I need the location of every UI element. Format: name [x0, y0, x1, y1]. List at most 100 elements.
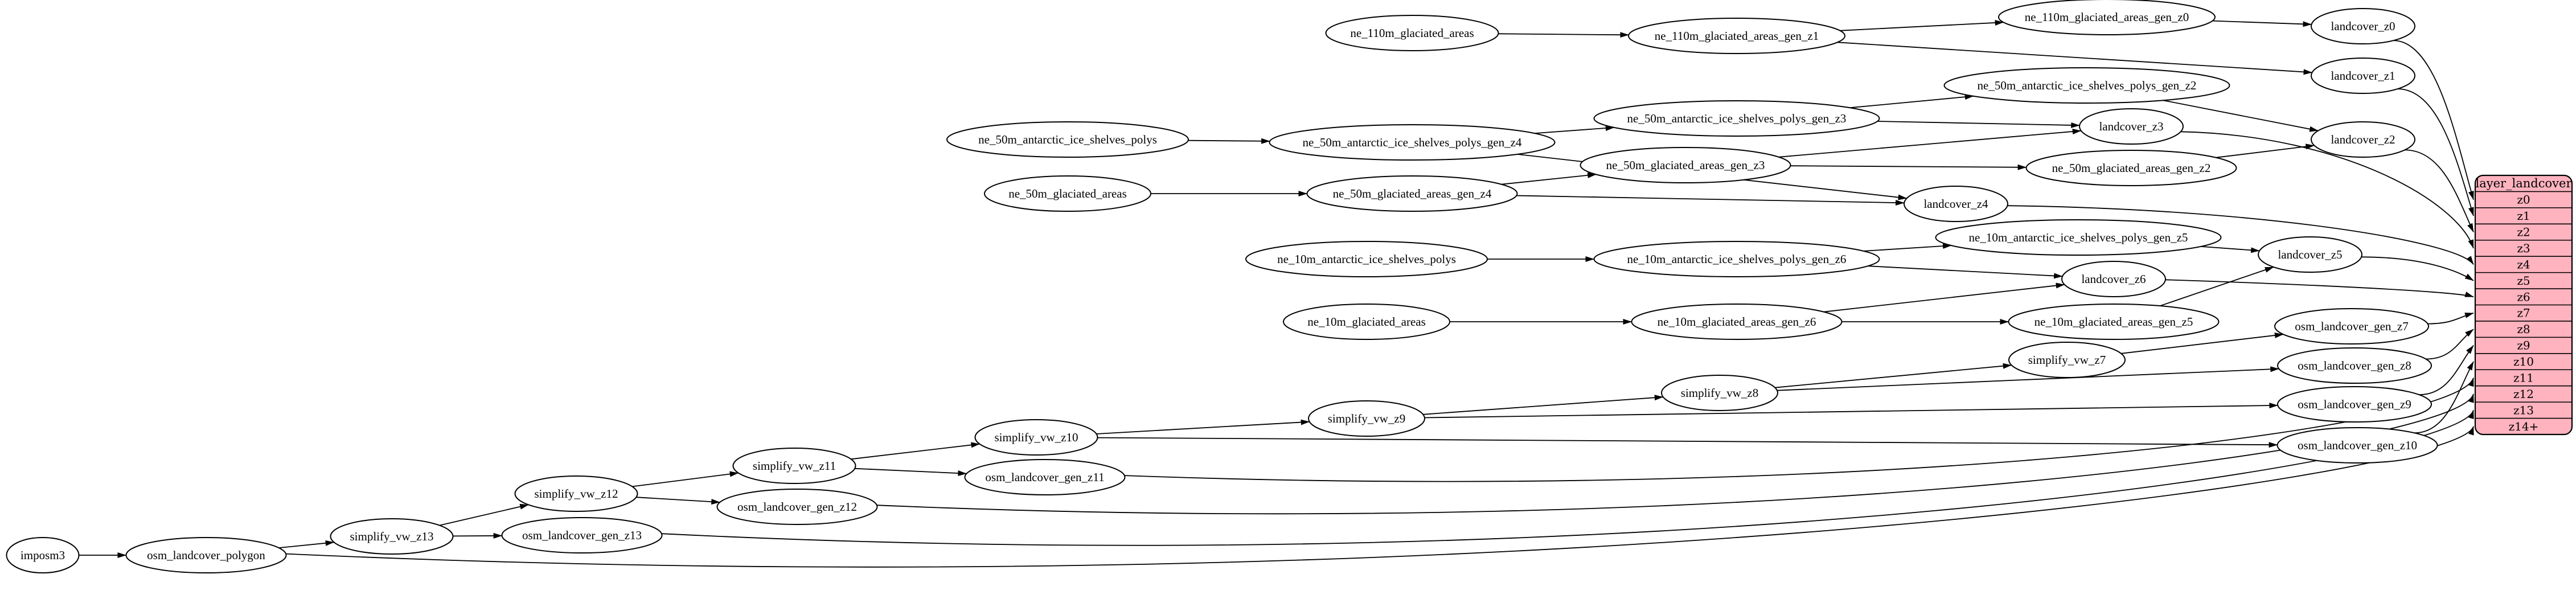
node-osm_landcover_gen_z10: osm_landcover_gen_z10 [2276, 427, 2438, 464]
table-row-z9: z9 [2517, 339, 2530, 352]
node-landcover_z5: landcover_z5 [2258, 236, 2362, 273]
edge-landcover_z3-layer_landcover-z3 [2180, 131, 2474, 249]
edge-simplify_vw_z11-osm_landcover_gen_z11 [855, 468, 967, 477]
node-ne_110m_glaciated_areas_gen_z0: ne_110m_glaciated_areas_gen_z0 [1998, 0, 2216, 35]
node-label: ne_10m_glaciated_areas [1307, 315, 1426, 329]
node-label: simplify_vw_z12 [535, 487, 618, 501]
node-ellipse [2277, 386, 2432, 423]
edges-layer [79, 19, 2474, 568]
edge-ne_50m_glaciated_areas_gen_z4-ne_50m_glaciated_areas_gen_z3 [1501, 172, 1597, 185]
edge-ne_50m_glaciated_areas_gen_z2-landcover_z2 [2216, 143, 2315, 158]
node-label: simplify_vw_z10 [995, 430, 1078, 444]
node-ne_110m_glaciated_areas_gen_z1: ne_110m_glaciated_areas_gen_z1 [1628, 18, 1845, 54]
node-label: ne_50m_antarctic_ice_shelves_polys_gen_z… [1627, 112, 1847, 125]
table-row-z1: z1 [2517, 209, 2530, 223]
table-row-label: z1 [2517, 209, 2530, 223]
edge-ne_110m_glaciated_areas_gen_z0-landcover_z0 [2212, 20, 2312, 27]
edge-simplify_vw_z8-simplify_vw_z7 [1775, 363, 2012, 388]
node-label: landcover_z0 [2331, 19, 2395, 33]
node-ellipse [1325, 15, 1499, 51]
edge-ne_10m_antarctic_ice_shelves_polys_gen_z5-landcover_z5 [2201, 246, 2260, 253]
node-ellipse [1904, 186, 2008, 222]
edge-simplify_vw_z11-simplify_vw_z10 [851, 442, 980, 460]
edge-ne_110m_glaciated_areas_gen_z1-ne_110m_glaciated_areas_gen_z0 [1840, 19, 2004, 31]
node-ne_10m_glaciated_areas: ne_10m_glaciated_areas [1283, 304, 1450, 340]
node-label: simplify_vw_z13 [350, 530, 434, 543]
edge-simplify_vw_z12-simplify_vw_z11 [632, 471, 739, 487]
node-simplify_vw_z13: simplify_vw_z13 [330, 518, 454, 555]
node-ellipse [514, 475, 638, 512]
table-row-z3: z3 [2517, 241, 2530, 255]
node-label: osm_landcover_gen_z8 [2298, 359, 2411, 372]
edge-osm_landcover_gen_z9-layer_landcover-z9 [2419, 345, 2474, 396]
edge-simplify_vw_z7-osm_landcover_gen_z7 [2120, 332, 2284, 354]
node-label: ne_110m_glaciated_areas_gen_z0 [2025, 10, 2189, 24]
table-row-label: z7 [2517, 306, 2530, 320]
node-ellipse [2311, 58, 2415, 94]
node-ellipse [2311, 121, 2415, 158]
edge-landcover_z4-layer_landcover-z4 [2007, 205, 2474, 265]
node-ellipse [2277, 347, 2432, 384]
edge-ne_50m_antarctic_ice_shelves_polys_gen_z2-landcover_z2 [2163, 100, 2319, 132]
node-label: ne_50m_antarctic_ice_shelves_polys_gen_z… [1303, 136, 1522, 149]
node-osm_landcover_gen_z13: osm_landcover_gen_z13 [501, 517, 663, 553]
node-ellipse [125, 537, 287, 573]
node-ne_10m_glaciated_areas_gen_z6: ne_10m_glaciated_areas_gen_z6 [1631, 304, 1843, 340]
node-label: osm_landcover_polygon [147, 548, 265, 562]
node-ellipse [330, 518, 454, 555]
edge-simplify_vw_z13-simplify_vw_z12 [439, 503, 529, 526]
node-ellipse [2025, 150, 2237, 186]
node-ellipse [2311, 8, 2415, 44]
edge-ne_10m_glaciated_areas_gen_z6-landcover_z6 [1823, 282, 2065, 313]
edge-simplify_vw_z9-osm_landcover_gen_z9 [1424, 403, 2278, 419]
table-row-z8: z8 [2517, 322, 2530, 336]
node-ellipse [2008, 342, 2126, 378]
node-simplify_vw_z9: simplify_vw_z9 [1308, 400, 1425, 437]
node-label: ne_50m_glaciated_areas_gen_z3 [1606, 158, 1765, 172]
node-ellipse [2258, 236, 2362, 273]
node-label: landcover_z3 [2099, 120, 2163, 133]
node-ne_10m_antarctic_ice_shelves_polys_gen_z5: ne_10m_antarctic_ice_shelves_polys_gen_z… [1935, 219, 2222, 256]
node-label: osm_landcover_gen_z11 [985, 470, 1104, 484]
node-ellipse [1306, 175, 1518, 212]
table-row-label: z10 [2513, 355, 2534, 368]
node-label: ne_110m_glaciated_areas [1350, 26, 1474, 40]
table-row-label: z3 [2517, 241, 2530, 255]
layer-table: layer_landcoverz0z1z2z3z4z5z6z7z8z9z10z1… [2474, 174, 2573, 436]
layer-table-title: layer_landcover [2475, 177, 2572, 190]
table-row-z14+: z14+ [2509, 420, 2539, 433]
node-label: osm_landcover_gen_z7 [2295, 319, 2408, 333]
node-ellipse [946, 121, 1189, 158]
edge-landcover_z0-layer_landcover-z0 [2393, 40, 2474, 200]
node-osm_landcover_gen_z12: osm_landcover_gen_z12 [716, 489, 878, 525]
node-label: landcover_z4 [1923, 197, 1988, 211]
node-ellipse [1245, 241, 1488, 277]
edge-simplify_vw_z8-osm_landcover_gen_z8 [1777, 366, 2279, 391]
table-row-label: z6 [2517, 290, 2530, 304]
node-ne_10m_antarctic_ice_shelves_polys_gen_z6: ne_10m_antarctic_ice_shelves_polys_gen_z… [1593, 241, 1880, 277]
node-ne_50m_glaciated_areas_gen_z3: ne_50m_glaciated_areas_gen_z3 [1580, 147, 1791, 183]
node-landcover_z4: landcover_z4 [1904, 186, 2008, 222]
node-ellipse [2061, 261, 2166, 297]
node-ellipse [1935, 219, 2222, 256]
edge-landcover_z6-layer_landcover-z6 [2165, 279, 2474, 298]
edge-osm_landcover_gen_z8-layer_landcover-z8 [2426, 329, 2474, 360]
node-imposm3: imposm3 [6, 537, 80, 573]
node-label: ne_10m_antarctic_ice_shelves_polys [1277, 252, 1456, 266]
node-ellipse [2008, 304, 2220, 340]
node-ellipse [6, 537, 80, 573]
nodes-layer: imposm3 osm_landcover_polygon simplify_vw_… [6, 0, 2438, 573]
node-landcover_z0: landcover_z0 [2311, 8, 2415, 44]
table-row-label: z14+ [2509, 420, 2539, 433]
table-row-label: z12 [2513, 387, 2534, 401]
node-ne_50m_antarctic_ice_shelves_polys: ne_50m_antarctic_ice_shelves_polys [946, 121, 1189, 158]
node-label: simplify_vw_z7 [2028, 353, 2106, 367]
node-ellipse [1631, 304, 1843, 340]
node-simplify_vw_z8: simplify_vw_z8 [1661, 375, 1778, 411]
node-label: ne_10m_antarctic_ice_shelves_polys_gen_z… [1627, 252, 1847, 266]
node-ne_50m_glaciated_areas_gen_z4: ne_50m_glaciated_areas_gen_z4 [1306, 175, 1518, 212]
node-label: ne_50m_glaciated_areas_gen_z2 [2052, 161, 2211, 175]
node-label: osm_landcover_gen_z13 [522, 528, 642, 542]
node-label: simplify_vw_z11 [753, 459, 836, 473]
